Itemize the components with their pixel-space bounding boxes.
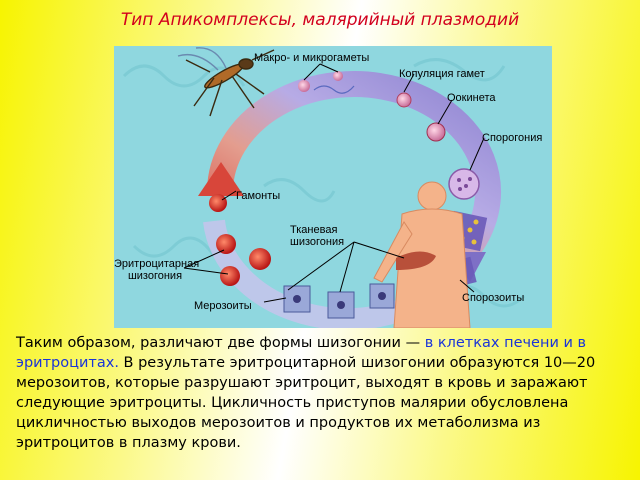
- red-arrow-head: [198, 162, 244, 196]
- label-gamonts: Гамонты: [236, 190, 281, 202]
- zygote-cell: [396, 92, 412, 108]
- leader-lines: [183, 63, 485, 303]
- ookinete-cell: [426, 122, 446, 142]
- paragraph-part-1: Таким образом, различают две формы шизог…: [16, 335, 425, 351]
- gamont-cell: [209, 194, 227, 212]
- slide-title: Тип Апикомплексы, малярийный плазмодий: [120, 10, 520, 30]
- label-gamete-copulation: Копуляция гамет: [399, 68, 485, 80]
- paragraph-part-2: В результате эритроцитарной шизогонии об…: [16, 355, 596, 451]
- erythrocytic-cells: [216, 234, 271, 286]
- label-macro-micro-gametes: Макро- и микрогаметы: [254, 52, 370, 64]
- malaria-life-cycle-diagram: Макро- и микрогаметы Копуляция гамет Оок…: [114, 46, 552, 328]
- label-erythrocytic-schizogony-1: Эритроцитарная: [114, 258, 200, 270]
- label-merozoites: Мерозоиты: [194, 300, 252, 312]
- label-ookinete: Оокинета: [447, 92, 496, 104]
- liver-shape: [396, 251, 436, 270]
- paragraph-highlight: в клетках печени и в эритроцитах.: [16, 335, 587, 371]
- explanation-paragraph: Таким образом, различают две формы шизог…: [16, 333, 628, 453]
- label-tissue-schizogony-1: Тканевая: [290, 224, 338, 236]
- cycle-ring-arrow: [207, 71, 501, 265]
- label-erythrocytic-schizogony-2: шизогония: [127, 270, 183, 282]
- gametes-cluster: [298, 71, 355, 94]
- label-sporozoites: Спорозоиты: [462, 292, 525, 304]
- life-cycle-graphic: [122, 47, 526, 328]
- mosquito-icon: [177, 47, 275, 117]
- label-sporogony: Спорогония: [482, 132, 543, 144]
- label-tissue-schizogony-2: шизогония: [290, 236, 345, 248]
- human-silhouette: [373, 181, 471, 328]
- oocyst-cell: [448, 168, 480, 200]
